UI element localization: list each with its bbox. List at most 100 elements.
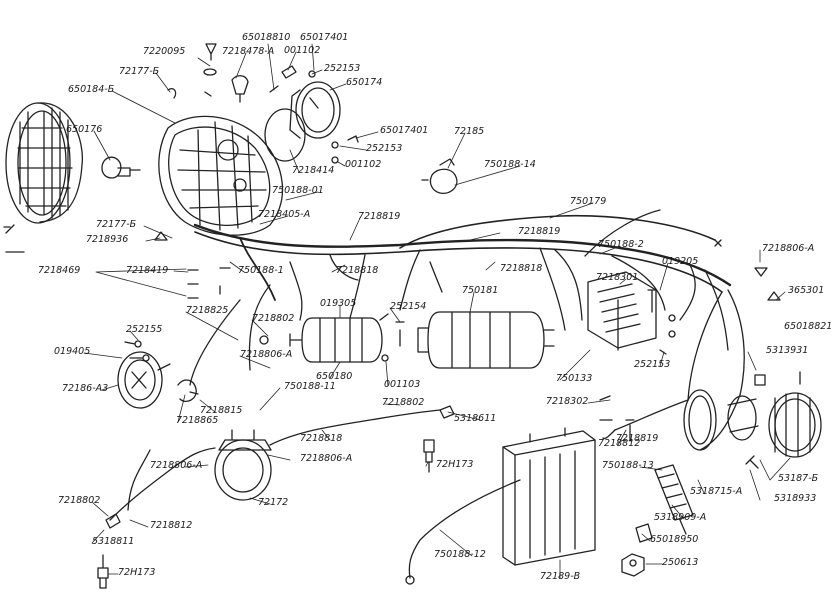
part-label: 365301 xyxy=(788,285,825,296)
part-label: 7218825 xyxy=(186,305,229,316)
part-label: 650176 xyxy=(66,124,103,135)
part-label: 7218806-А xyxy=(762,243,815,254)
left-bolts xyxy=(5,231,231,362)
part-label: 5318909-А xyxy=(654,512,707,523)
part-label: 7218478-А xyxy=(222,46,275,57)
part-label: 7220095 xyxy=(143,46,186,57)
part-label: 7218936 xyxy=(86,234,129,245)
part-label: 7218818 xyxy=(300,433,343,444)
fuse-box xyxy=(754,267,801,386)
part-label: 7218302 xyxy=(546,396,589,407)
part-label: 750188-13 xyxy=(602,460,654,471)
part-label: 252155 xyxy=(126,324,163,335)
part-label: 650174 xyxy=(346,77,383,88)
part-label: 7218301 xyxy=(596,272,639,283)
spark-plug-lower xyxy=(97,554,109,589)
part-label: 019305 xyxy=(320,298,357,309)
part-label: 65017401 xyxy=(380,125,429,136)
part-label: 7218802 xyxy=(252,313,295,324)
rear-fittings xyxy=(625,419,759,469)
part-label: 7218419 xyxy=(126,265,169,276)
part-label: 750133 xyxy=(556,373,593,384)
part-label: 7218806-А xyxy=(150,460,203,471)
part-label: 65018950 xyxy=(650,534,699,545)
part-label: 7218806-А xyxy=(240,349,293,360)
part-label: 750179 xyxy=(570,196,607,207)
part-label: 750188-1 xyxy=(238,265,284,276)
part-label: 750188-01 xyxy=(272,185,324,196)
part-label: 001102 xyxy=(345,159,382,170)
part-label: 252154 xyxy=(390,301,427,312)
part-label: 72177-Б xyxy=(119,66,160,77)
part-label: 65017401 xyxy=(300,32,349,43)
starter-motor xyxy=(381,311,555,369)
part-label: 7218818 xyxy=(500,263,543,274)
part-label: 53187-Б xyxy=(778,473,819,484)
part-label: 5318715-А xyxy=(690,486,743,497)
spark-plug-upper xyxy=(423,439,435,473)
generator xyxy=(259,313,389,363)
part-label: 750181 xyxy=(462,285,499,296)
part-label: 252153 xyxy=(634,359,671,370)
part-label: 72186-А3 xyxy=(62,383,109,394)
battery-cable xyxy=(405,479,521,585)
part-label: 001103 xyxy=(384,379,421,390)
part-label: 750188-12 xyxy=(434,549,486,560)
connector-pair xyxy=(177,379,199,403)
part-label: 7218469 xyxy=(38,265,81,276)
part-label: 7218819 xyxy=(518,226,561,237)
main-harness xyxy=(189,209,745,401)
hv-lead-2 xyxy=(269,405,455,446)
nut xyxy=(621,553,645,577)
part-label: 019405 xyxy=(54,346,91,357)
part-label: 7218812 xyxy=(598,438,641,449)
part-label: 750188-11 xyxy=(284,381,336,392)
part-label: 5313931 xyxy=(766,345,809,356)
part-label: 72177-Б xyxy=(96,219,137,230)
tail-lamp-lens xyxy=(683,389,759,451)
part-label: 7218865 xyxy=(176,415,219,426)
switch-parts xyxy=(167,43,249,103)
hv-lead xyxy=(105,447,216,529)
part-label: 7218405-А xyxy=(258,209,311,220)
part-label: 72185 xyxy=(454,126,485,137)
headlamp-bulb xyxy=(101,156,141,179)
horn xyxy=(117,351,171,409)
part-label: 72Н173 xyxy=(436,459,474,470)
part-label: 019205 xyxy=(662,256,699,267)
tail-lamp xyxy=(768,392,822,458)
part-label: 252153 xyxy=(366,143,403,154)
headlamp-rim xyxy=(3,102,84,234)
brake-switch xyxy=(635,464,694,543)
part-label: 5318811 xyxy=(92,536,135,547)
part-label: 7218806-А xyxy=(300,453,353,464)
part-label: 7218818 xyxy=(336,265,379,276)
part-label: 65018821 xyxy=(784,321,832,332)
small-fittings xyxy=(269,65,359,164)
part-label: 650180 xyxy=(316,371,353,382)
leader-lines xyxy=(83,43,791,579)
part-label: 5318933 xyxy=(774,493,817,504)
part-label: 72189-В xyxy=(540,571,581,582)
part-label: 7218815 xyxy=(200,405,243,416)
ignition-switch xyxy=(421,158,458,194)
part-label: 252153 xyxy=(324,63,361,74)
part-label: 7218802 xyxy=(58,495,101,506)
part-label: 72Н173 xyxy=(118,567,156,578)
part-label: 250613 xyxy=(662,557,699,568)
tail-wires xyxy=(602,394,741,451)
speedometer xyxy=(264,81,341,162)
part-label: 750188-14 xyxy=(484,159,536,170)
part-label: 7218819 xyxy=(616,433,659,444)
part-label: 7218414 xyxy=(292,165,335,176)
part-label: 5318611 xyxy=(454,413,497,424)
part-label: 7218819 xyxy=(358,211,401,222)
coil xyxy=(214,429,272,501)
part-label: 7218802 xyxy=(382,397,425,408)
regulator-fittings xyxy=(599,289,676,421)
part-label: 001102 xyxy=(284,45,321,56)
voltage-regulator xyxy=(587,271,657,351)
part-label: 750188-2 xyxy=(598,239,644,250)
